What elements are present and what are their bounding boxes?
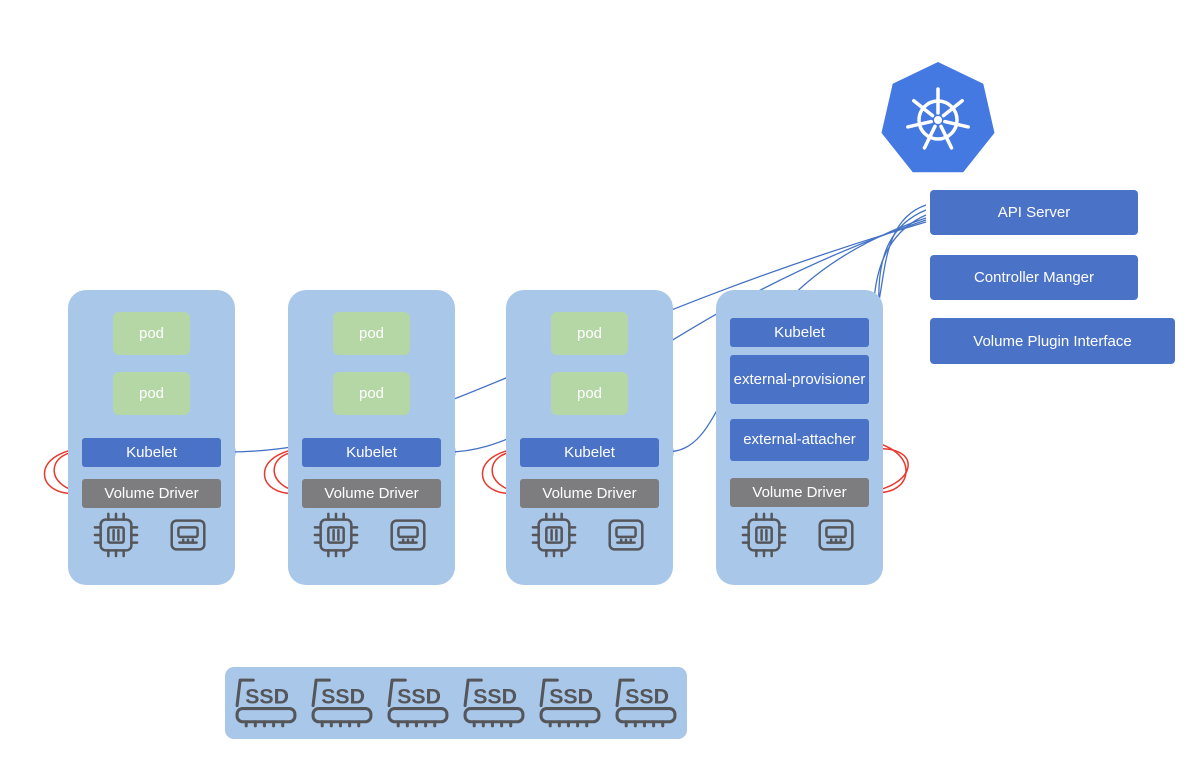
ssd-label: SSD (321, 684, 365, 708)
pod: pod (113, 372, 190, 415)
memory-icon (817, 519, 854, 551)
worker-node-3: pod pod Kubelet Volume Driver (506, 290, 673, 585)
pod: pod (333, 372, 410, 415)
memory-icon (169, 519, 206, 551)
csi-node: Kubelet external-provisioner external-at… (716, 290, 883, 585)
storage-pool-box: SSD SSD SSD SSD (225, 667, 687, 739)
volume-driver-bar: Volume Driver (82, 479, 221, 508)
ssd-icon: SSD (539, 678, 600, 727)
cpu-icon (93, 512, 138, 558)
ssd-icon: SSD (463, 678, 524, 727)
ssd-label: SSD (473, 684, 517, 708)
memory-icon (389, 519, 426, 551)
kubelet-bar: Kubelet (302, 438, 441, 467)
kubelet-bar: Kubelet (730, 318, 869, 347)
kubernetes-logo (878, 60, 998, 180)
cpu-icon (313, 512, 358, 558)
pod: pod (551, 372, 628, 415)
volume-driver-bar: Volume Driver (730, 478, 869, 507)
pod: pod (551, 312, 628, 355)
hardware-icons (288, 512, 455, 558)
memory-icon (607, 519, 644, 551)
ssd-icon: SSD (387, 678, 448, 727)
pod: pod (113, 312, 190, 355)
controller-manager-box: Controller Manger (930, 255, 1138, 300)
ssd-icon: SSD (311, 678, 372, 727)
volume-driver-bar: Volume Driver (302, 479, 441, 508)
hardware-icons (506, 512, 673, 558)
pod: pod (333, 312, 410, 355)
external-attacher-bar: external-attacher (730, 419, 869, 461)
cpu-icon (531, 512, 576, 558)
api-server-box: API Server (930, 190, 1138, 235)
worker-node-2: pod pod Kubelet Volume Driver (288, 290, 455, 585)
external-provisioner-bar: external-provisioner (730, 355, 869, 404)
hardware-icons (68, 512, 235, 558)
ssd-icon: SSD (235, 678, 296, 727)
ssd-label: SSD (397, 684, 441, 708)
volume-driver-bar: Volume Driver (520, 479, 659, 508)
ssd-icon: SSD (615, 678, 676, 727)
volume-plugin-interface-box: Volume Plugin Interface (930, 318, 1175, 364)
worker-node-1: pod pod Kubelet Volume Driver (68, 290, 235, 585)
ssd-label: SSD (245, 684, 289, 708)
kubelet-bar: Kubelet (520, 438, 659, 467)
cpu-icon (741, 512, 786, 558)
hardware-icons (716, 512, 883, 558)
ssd-label: SSD (625, 684, 669, 708)
ssd-label: SSD (549, 684, 593, 708)
ship-wheel-icon (906, 87, 970, 150)
kubelet-bar: Kubelet (82, 438, 221, 467)
